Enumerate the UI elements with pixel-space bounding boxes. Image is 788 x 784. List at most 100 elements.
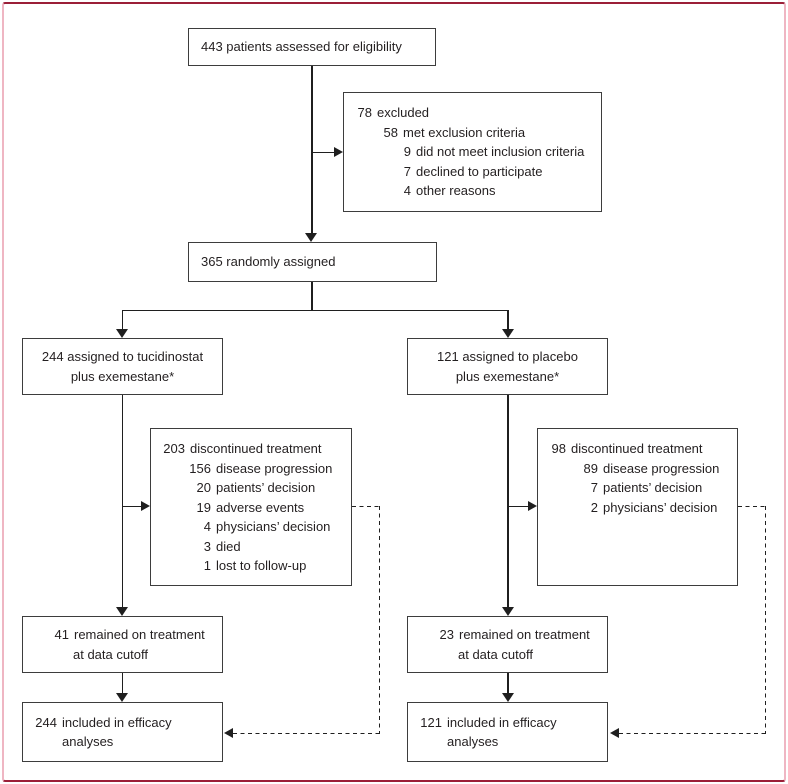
reason-count: 1 [203,558,211,573]
efficacy-count: 244 [35,714,57,730]
connector-assessed-to-randomized [311,66,313,233]
reason-count: 2 [590,499,598,515]
dashed-connector-right-out [738,505,766,508]
discontinued-label: discontinued treatment [190,441,322,456]
connector-to-discontinued-left [122,505,141,507]
connector-branch-right [507,309,509,329]
connector-to-discontinued-right [507,505,528,507]
box-arm-tucidinostat: 244 assigned to tucidinostat plus exemes… [22,338,223,395]
dashed-connector-left-out [352,505,380,508]
arrowhead-left-icon [609,727,619,738]
discontinued-reason: 3 died [183,537,345,557]
remained-line: 41 remained on treatment [23,625,222,645]
reason-count: 7 [403,163,411,179]
arrowhead-down-icon [501,606,514,616]
discontinued-reason: 1 lost to follow-up [183,556,345,576]
discontinued-count: 203 [163,441,185,456]
connector-branch-left [121,309,123,329]
discontinued-line: 203 discontinued treatment [163,439,345,459]
connector-branch [121,309,509,311]
arrowhead-down-icon [305,232,317,242]
reason-label: disease progression [216,460,333,476]
efficacy-line2: analyses [62,732,222,752]
excluded-reason: 9 did not meet inclusion criteria [380,142,593,162]
remained-label: remained on treatment [459,627,590,642]
connector-to-excluded [312,151,334,153]
reason-count: 20 [196,480,211,495]
efficacy-line2: analyses [447,732,607,752]
discontinued-reason: 89 disease progression [570,459,731,479]
discontinued-reason: 19 adverse events [183,498,345,518]
connector-arm-to-remained-right [507,395,509,607]
dashed-connector-left-down [378,505,381,734]
efficacy-line: 121 included in efficacy [408,713,607,733]
box-efficacy-tucidinostat: 244 included in efficacy analyses [22,702,223,762]
discontinued-reason: 4 physicians’ decision [183,517,345,537]
arrowhead-left-icon [223,727,233,738]
arrowhead-right-icon [527,500,537,511]
efficacy-label: included in efficacy [447,714,557,730]
reason-count: 4 [203,519,211,534]
reason-label: did not meet inclusion criteria [416,144,585,159]
reason-label: physicians’ decision [603,499,718,515]
discontinued-reason: 156 disease progression [183,459,345,479]
excluded-reason: 7 declined to participate [380,162,593,182]
excluded-reason: 58 met exclusion criteria [380,123,593,143]
reason-label: declined to participate [416,163,543,179]
arrowhead-down-icon [501,692,514,702]
arrowhead-right-icon [140,500,150,511]
reason-count: 89 [583,460,598,476]
arrowhead-down-icon [116,692,128,702]
reason-label: patients’ decision [603,480,703,495]
discontinued-count: 98 [551,441,566,456]
reason-count: 4 [403,183,411,198]
box-efficacy-placebo: 121 included in efficacy analyses [407,702,608,762]
connector-randomized-stub [311,282,313,310]
reason-label: physicians’ decision [216,519,331,534]
dashed-connector-right-in [619,732,766,735]
excluded-count: 78 [357,105,372,120]
discontinued-reason: 2 physicians’ decision [570,498,731,518]
remained-label: remained on treatment [74,627,205,642]
reason-count: 156 [189,460,211,476]
connector-arm-to-remained-left [121,395,123,607]
reason-label: adverse events [216,499,305,515]
dashed-connector-left-in [233,732,380,735]
remained-count: 41 [54,627,69,642]
reason-label: disease progression [603,460,720,476]
reason-label: other reasons [416,183,496,198]
box-arm-placebo: 121 assigned to placebo plus exemestane* [407,338,608,395]
efficacy-label2: analyses [447,734,499,749]
remained-line2: at data cutoff [458,645,607,665]
reason-count: 58 [383,124,398,140]
connector-remained-to-efficacy-left [121,673,123,693]
excluded-line: 78 excluded [356,103,593,123]
efficacy-label: included in efficacy [62,714,172,730]
remained-line2: at data cutoff [73,645,222,665]
reason-count: 19 [196,499,211,515]
efficacy-count: 121 [420,714,442,730]
reason-count: 3 [203,538,211,554]
box-randomized: 365 randomly assigned [188,242,437,282]
reason-label: lost to follow-up [216,558,307,573]
efficacy-line: 244 included in efficacy [23,713,222,733]
discontinued-reason: 20 patients’ decision [183,478,345,498]
remained-line: 23 remained on treatment [408,625,607,645]
box-remained-placebo: 23 remained on treatment at data cutoff [407,616,608,673]
randomized-text: 365 randomly assigned [201,254,336,270]
reason-label: patients’ decision [216,480,316,495]
box-discontinued-placebo: 98 discontinued treatment 89 disease pro… [537,428,738,586]
discontinued-line: 98 discontinued treatment [550,439,731,459]
assessed-text: 443 patients assessed for eligibility [201,39,402,55]
dashed-connector-right-down [764,505,767,734]
discontinued-label: discontinued treatment [571,441,703,456]
remained-label2: at data cutoff [458,646,533,662]
arm-line2: plus exemestane* [455,368,560,384]
box-assessed: 443 patients assessed for eligibility [188,28,436,66]
reason-count: 9 [403,144,411,159]
remained-count: 23 [439,627,454,642]
arm-line1: 244 assigned to tucidinostat [41,349,204,364]
arrowhead-right-icon [333,146,343,157]
reason-label: died [216,538,241,554]
